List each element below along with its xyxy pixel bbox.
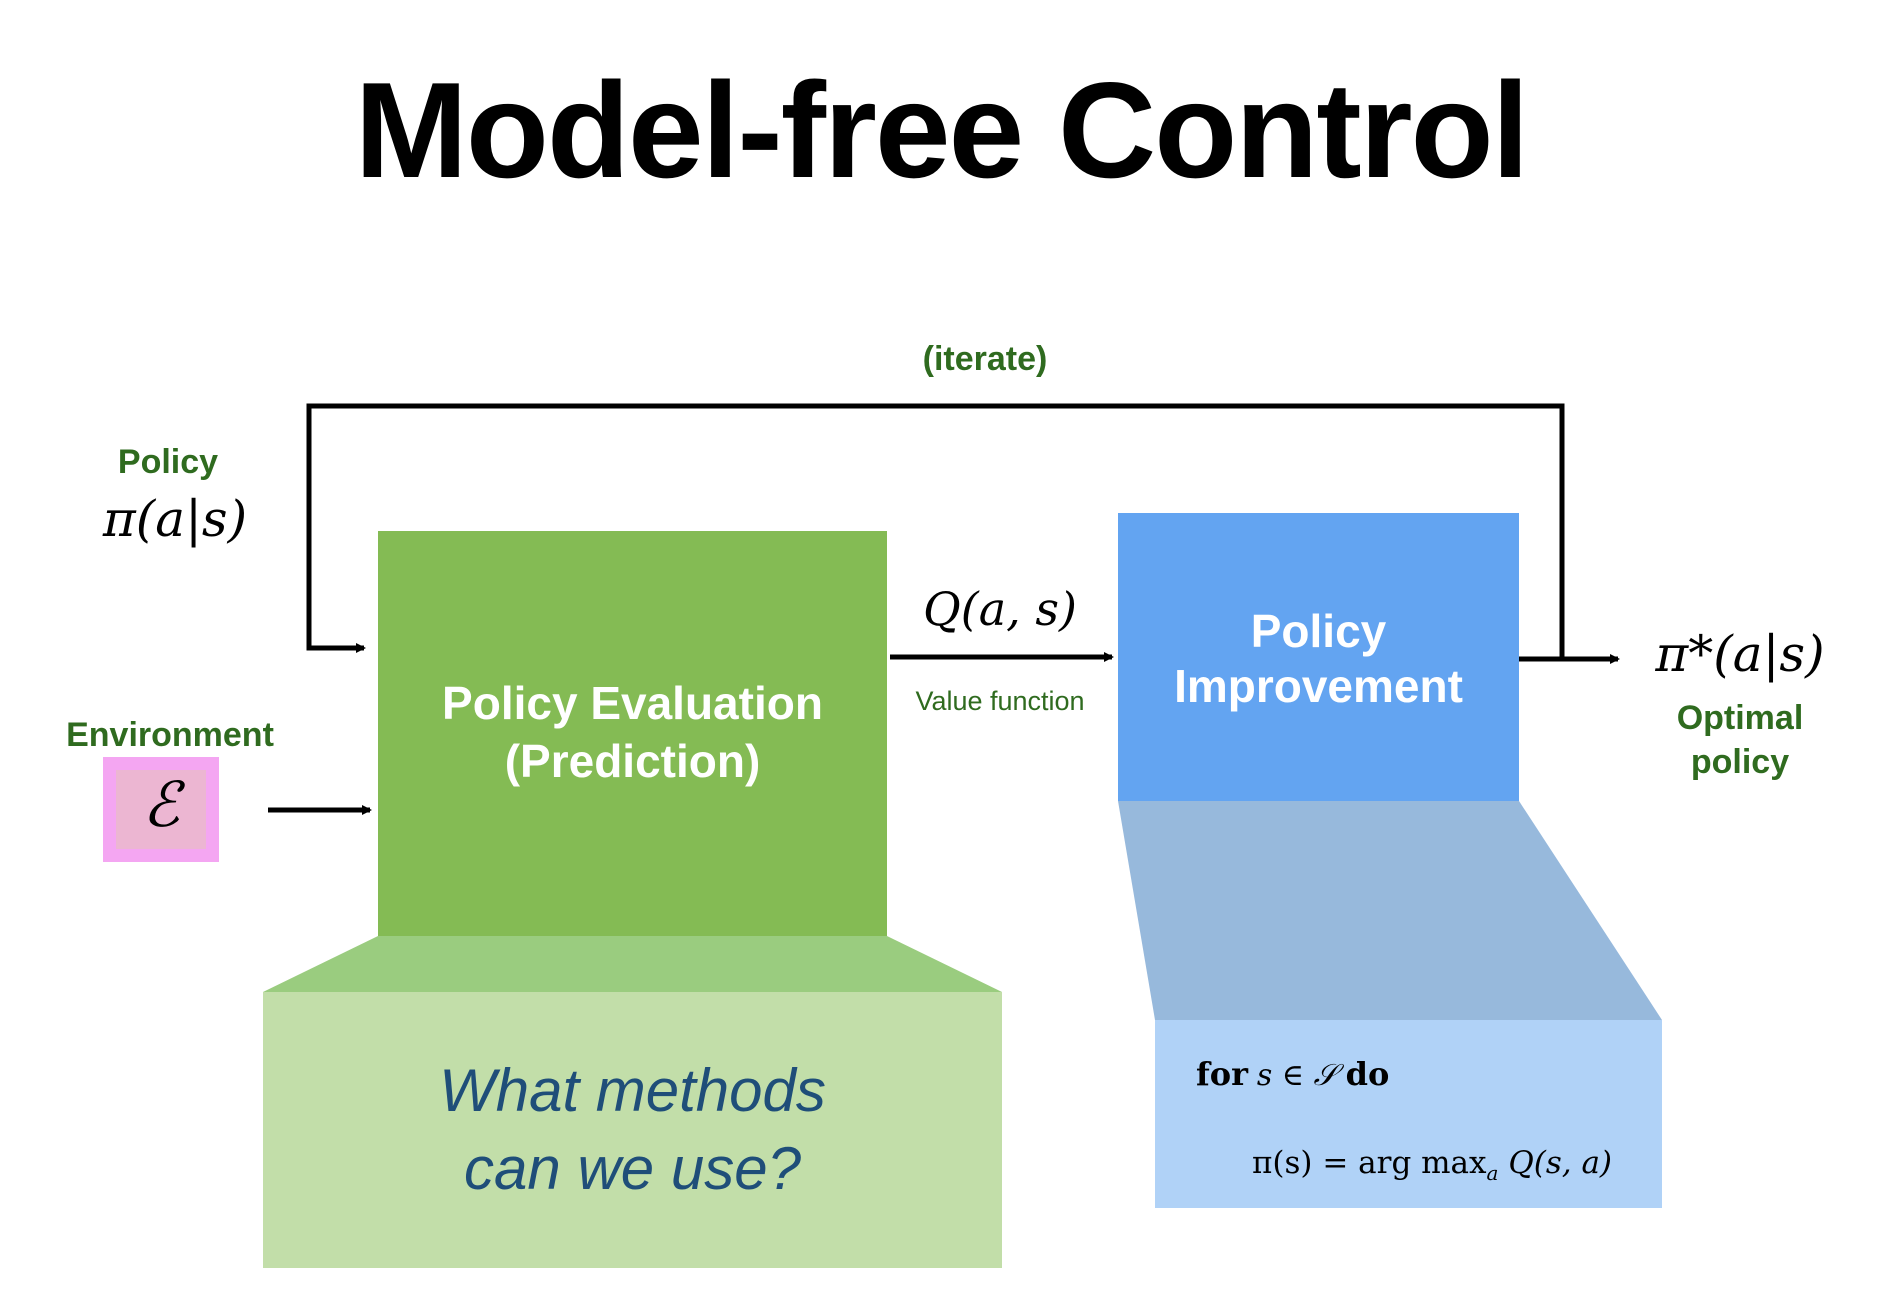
evaluation-connector [263,936,1002,992]
methods-question-line2: can we use? [464,1135,801,1202]
optimal-policy-line1: Optimal [1676,699,1804,737]
environment-symbol: ℰ [142,768,180,841]
value-function-math: Q(a, s) [923,582,1077,636]
policy-improvement-line1: Policy [1250,605,1387,657]
algorithm-do-keyword: do [1345,1055,1390,1093]
page-title: Model-free Control [354,54,1530,206]
methods-question: What methods can we use? [263,1052,1002,1208]
algorithm-argmax: π(s) = arg max [1252,1145,1487,1181]
methods-box [263,992,1002,1268]
algorithm-loop-var: s ∈ 𝒮 [1256,1058,1337,1093]
environment-label: Environment [66,716,274,754]
algorithm-q: Q(s, a) [1508,1145,1613,1181]
environment-inner [116,770,206,849]
value-function-label: Value function [915,686,1085,716]
algorithm-for-keyword: for [1196,1055,1248,1093]
algorithm-line2: π(s) = arg maxa Q(s, a) [1252,1145,1612,1185]
policy-evaluation-line1: Policy Evaluation [442,677,823,729]
policy-math: π(a|s) [102,490,248,548]
policy-label: Policy [117,443,219,481]
algorithm-line1: for s ∈ 𝒮 do [1196,1055,1389,1093]
optimal-policy-line2: policy [1690,743,1790,782]
policy-evaluation-box [378,531,887,936]
policy-improvement-title: Policy Improvement [1118,604,1519,714]
algorithm-argmax-sub: a [1486,1161,1499,1186]
policy-improvement-line2: Improvement [1174,660,1463,713]
methods-question-line1: What methods [439,1057,826,1124]
optimal-policy-label: Optimal policy [1640,696,1840,784]
optimal-policy-math: π*(a|s) [1655,625,1825,683]
policy-improvement-box [1118,513,1519,801]
algorithm-box [1155,1020,1662,1208]
iterate-label: (iterate) [922,340,1048,378]
improvement-connector [1118,801,1662,1020]
policy-evaluation-line2: (Prediction) [504,734,761,787]
policy-evaluation-title: Policy Evaluation (Prediction) [378,675,887,790]
